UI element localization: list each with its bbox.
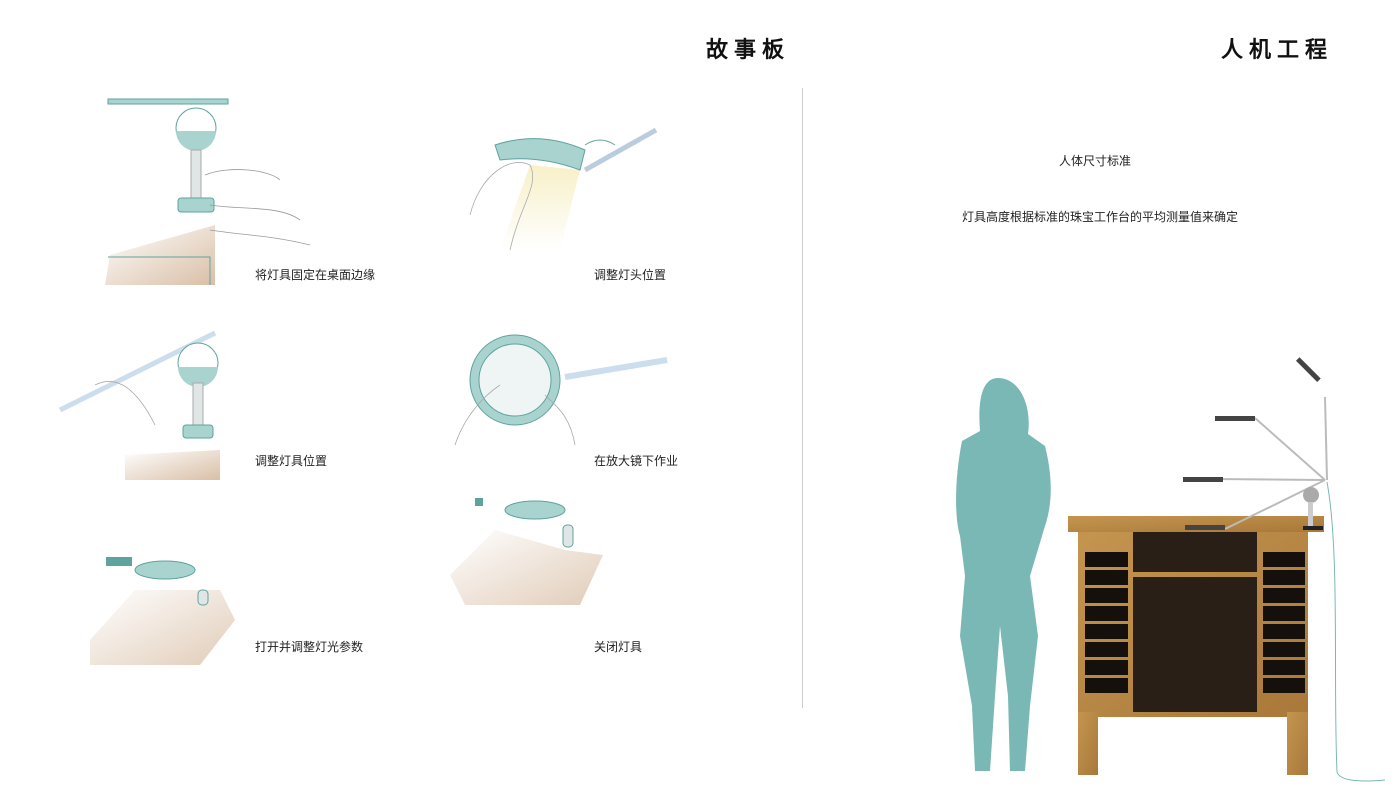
step-4-caption: 在放大镜下作业 [594, 454, 679, 468]
step-6-caption: 关闭灯具 [594, 640, 643, 654]
step-6-illustration [450, 498, 603, 605]
ergonomics-description: 灯具高度根据标准的珠宝工作台的平均测量值来确定 [961, 210, 1238, 224]
storyboard-title: 故事板 [706, 38, 791, 63]
step-1-illustration [105, 98, 311, 285]
section-divider [802, 88, 803, 708]
step-2-illustration [469, 127, 658, 251]
step-5-illustration [90, 557, 235, 665]
step-2-caption: 调整灯头位置 [594, 268, 667, 282]
step-5-caption: 打开并调整灯光参数 [255, 640, 364, 654]
step-1-caption: 将灯具固定在桌面边缘 [255, 268, 376, 282]
step-3-illustration [58, 330, 220, 480]
human-silhouette [956, 378, 1051, 771]
ergonomics-title: 人机工程 [1221, 38, 1334, 63]
workbench-with-lamp [1068, 357, 1386, 782]
step-3-caption: 调整灯具位置 [255, 454, 328, 468]
step-4-illustration [454, 334, 668, 446]
ergonomics-heading: 人体尺寸标准 [1058, 154, 1131, 168]
